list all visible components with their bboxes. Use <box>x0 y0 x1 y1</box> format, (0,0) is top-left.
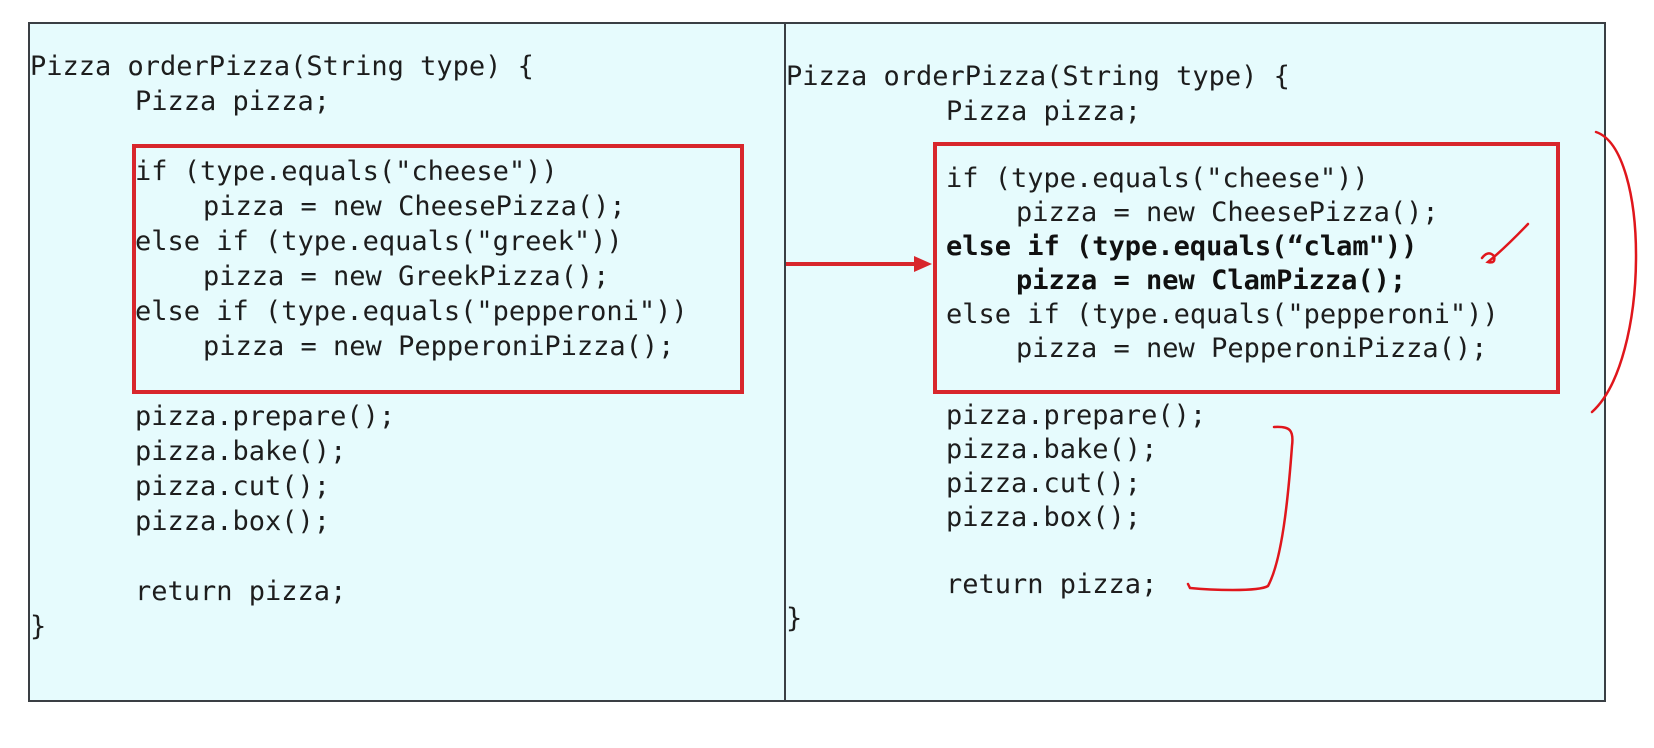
code-line-close-brace: } <box>30 611 47 642</box>
code-line-bake: pizza.bake(); <box>946 434 1158 465</box>
variable-code-highlight-box <box>132 144 744 394</box>
code-line-if-greek: else if (type.equals("greek")) <box>135 226 623 257</box>
code-line-prepare: pizza.prepare(); <box>946 400 1207 431</box>
code-line-if-cheese: if (type.equals("cheese")) <box>135 156 558 187</box>
code-line-prepare: pizza.prepare(); <box>135 401 396 432</box>
modified-code-panel: Pizza orderPizza(String type) { Pizza pi… <box>784 22 1606 702</box>
code-line-if-pepperoni: else if (type.equals("pepperoni")) <box>946 299 1499 330</box>
code-line-return: return pizza; <box>946 569 1158 600</box>
code-line-if-cheese: if (type.equals("cheese")) <box>946 163 1369 194</box>
code-line-signature: Pizza orderPizza(String type) { <box>786 61 1290 92</box>
code-line-new-clam: pizza = new ClamPizza(); <box>1016 265 1407 296</box>
code-line-new-greek: pizza = new GreekPizza(); <box>203 261 610 292</box>
code-line-box: pizza.box(); <box>135 506 331 537</box>
code-line-close-brace: } <box>786 603 803 634</box>
code-line-declaration: Pizza pizza; <box>135 86 331 117</box>
changed-code-highlight-box <box>933 142 1560 394</box>
original-code-panel: Pizza orderPizza(String type) { Pizza pi… <box>28 22 786 702</box>
code-line-box: pizza.box(); <box>946 502 1142 533</box>
code-line-new-cheese: pizza = new CheesePizza(); <box>1016 197 1439 228</box>
code-line-if-pepperoni: else if (type.equals("pepperoni")) <box>135 296 688 327</box>
code-line-new-cheese: pizza = new CheesePizza(); <box>203 191 626 222</box>
code-line-cut: pizza.cut(); <box>135 471 331 502</box>
code-line-new-pepperoni: pizza = new PepperoniPizza(); <box>1016 333 1488 364</box>
code-line-new-pepperoni: pizza = new PepperoniPizza(); <box>203 331 675 362</box>
code-line-declaration: Pizza pizza; <box>946 96 1142 127</box>
code-line-bake: pizza.bake(); <box>135 436 347 467</box>
code-line-if-clam: else if (type.equals(“clam")) <box>946 231 1418 262</box>
code-line-cut: pizza.cut(); <box>946 468 1142 499</box>
code-line-return: return pizza; <box>135 576 347 607</box>
code-line-signature: Pizza orderPizza(String type) { <box>30 51 534 82</box>
